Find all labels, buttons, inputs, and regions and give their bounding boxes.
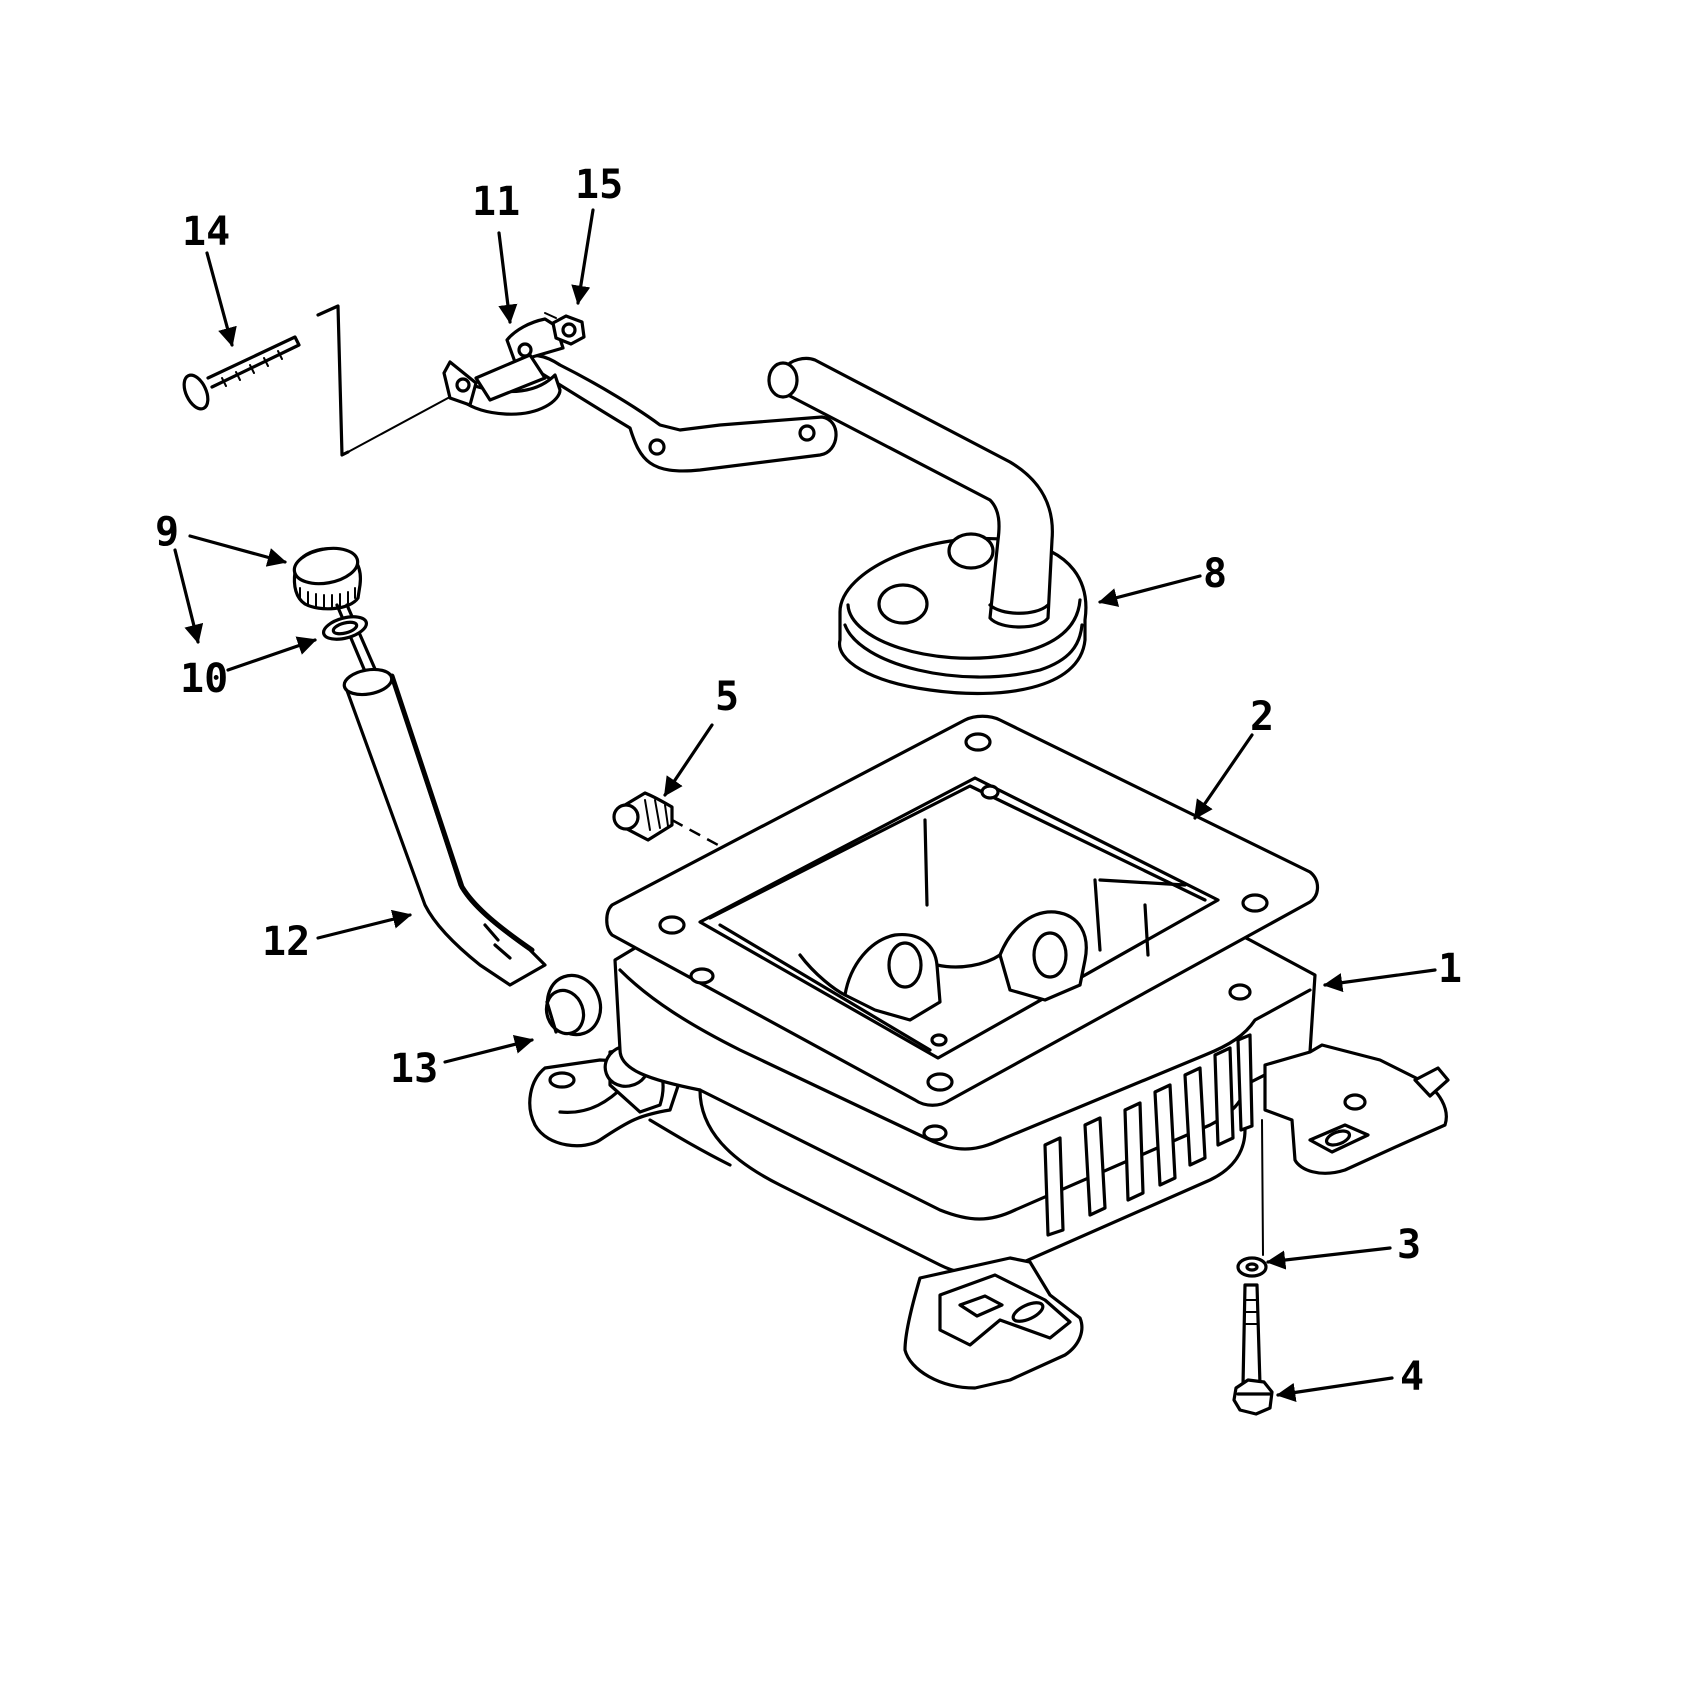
callout-5: 5 bbox=[715, 674, 739, 720]
leader-9b bbox=[173, 548, 204, 644]
callout-9: 9 bbox=[155, 509, 179, 555]
callout-11: 11 bbox=[472, 179, 520, 225]
plug-part bbox=[612, 791, 719, 847]
callout-leaders bbox=[173, 208, 1437, 1402]
nut-part bbox=[544, 312, 586, 346]
dipstick-part bbox=[292, 546, 384, 690]
callout-2: 2 bbox=[1250, 694, 1274, 740]
leader-13 bbox=[443, 1034, 534, 1064]
dipstick-tube-part bbox=[342, 667, 547, 987]
callout-13: 13 bbox=[390, 1046, 438, 1092]
callout-1: 1 bbox=[1438, 946, 1462, 992]
callout-14: 14 bbox=[182, 209, 230, 255]
callout-3: 3 bbox=[1397, 1222, 1421, 1268]
callout-8: 8 bbox=[1203, 551, 1227, 597]
bolt-part bbox=[1232, 1283, 1274, 1416]
callout-15: 15 bbox=[575, 162, 623, 208]
leader-9a bbox=[188, 534, 287, 567]
screw-alignment-line bbox=[316, 304, 449, 457]
leader-4 bbox=[1276, 1376, 1394, 1402]
leader-5 bbox=[663, 723, 714, 797]
bracket-part bbox=[442, 317, 565, 416]
oil-pan-housing-part bbox=[528, 714, 1450, 1390]
washer-part bbox=[1236, 1256, 1268, 1278]
leader-1 bbox=[1323, 968, 1437, 993]
leader-11 bbox=[497, 231, 518, 324]
callout-10: 10 bbox=[180, 656, 228, 702]
oil-pickup-tube-part bbox=[518, 353, 1088, 696]
screw-part bbox=[182, 335, 301, 411]
callout-12: 12 bbox=[262, 919, 310, 965]
washer-bolt-alignment-line bbox=[1261, 1119, 1264, 1256]
callout-4: 4 bbox=[1400, 1354, 1424, 1400]
leader-14 bbox=[205, 251, 237, 347]
o-ring-part bbox=[321, 615, 369, 641]
leader-8 bbox=[1098, 574, 1202, 607]
leader-3 bbox=[1266, 1246, 1392, 1270]
leader-10 bbox=[226, 636, 317, 672]
grommet-part bbox=[544, 973, 603, 1037]
leader-12 bbox=[316, 909, 412, 940]
callout-labels: 1 2 3 4 5 8 9 10 11 12 13 14 15 bbox=[155, 162, 1462, 1400]
leader-15 bbox=[571, 208, 595, 305]
leader-2 bbox=[1193, 733, 1254, 820]
